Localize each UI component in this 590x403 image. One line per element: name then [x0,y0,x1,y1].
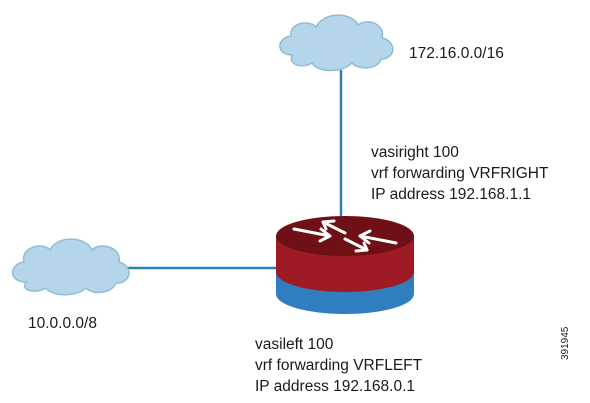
cloud-icon [11,238,130,296]
top-network-label: 172.16.0.0/16 [409,45,504,62]
router-top-face [276,216,414,256]
right-interface-vrf: vrf forwarding VRFRIGHT [371,165,549,182]
left-interface-ip: IP address 192.168.0.1 [255,378,416,395]
left-interface-name: vasileft 100 [255,336,334,353]
router-arrows-icon [292,219,398,253]
left-interface-config: vasileft 100 vrf forwarding VRFLEFT IP a… [255,334,422,397]
cloud-icon [279,14,394,72]
right-interface-ip: IP address 192.168.1.1 [371,186,532,203]
left-interface-vrf: vrf forwarding VRFLEFT [255,357,423,374]
figure-id-label: 391945 [560,326,571,360]
right-interface-name: vasiright 100 [371,144,459,161]
router-icon [276,216,414,314]
right-interface-config: vasiright 100 vrf forwarding VRFRIGHT IP… [371,142,548,205]
left-network-label: 10.0.0.0/8 [28,315,97,332]
